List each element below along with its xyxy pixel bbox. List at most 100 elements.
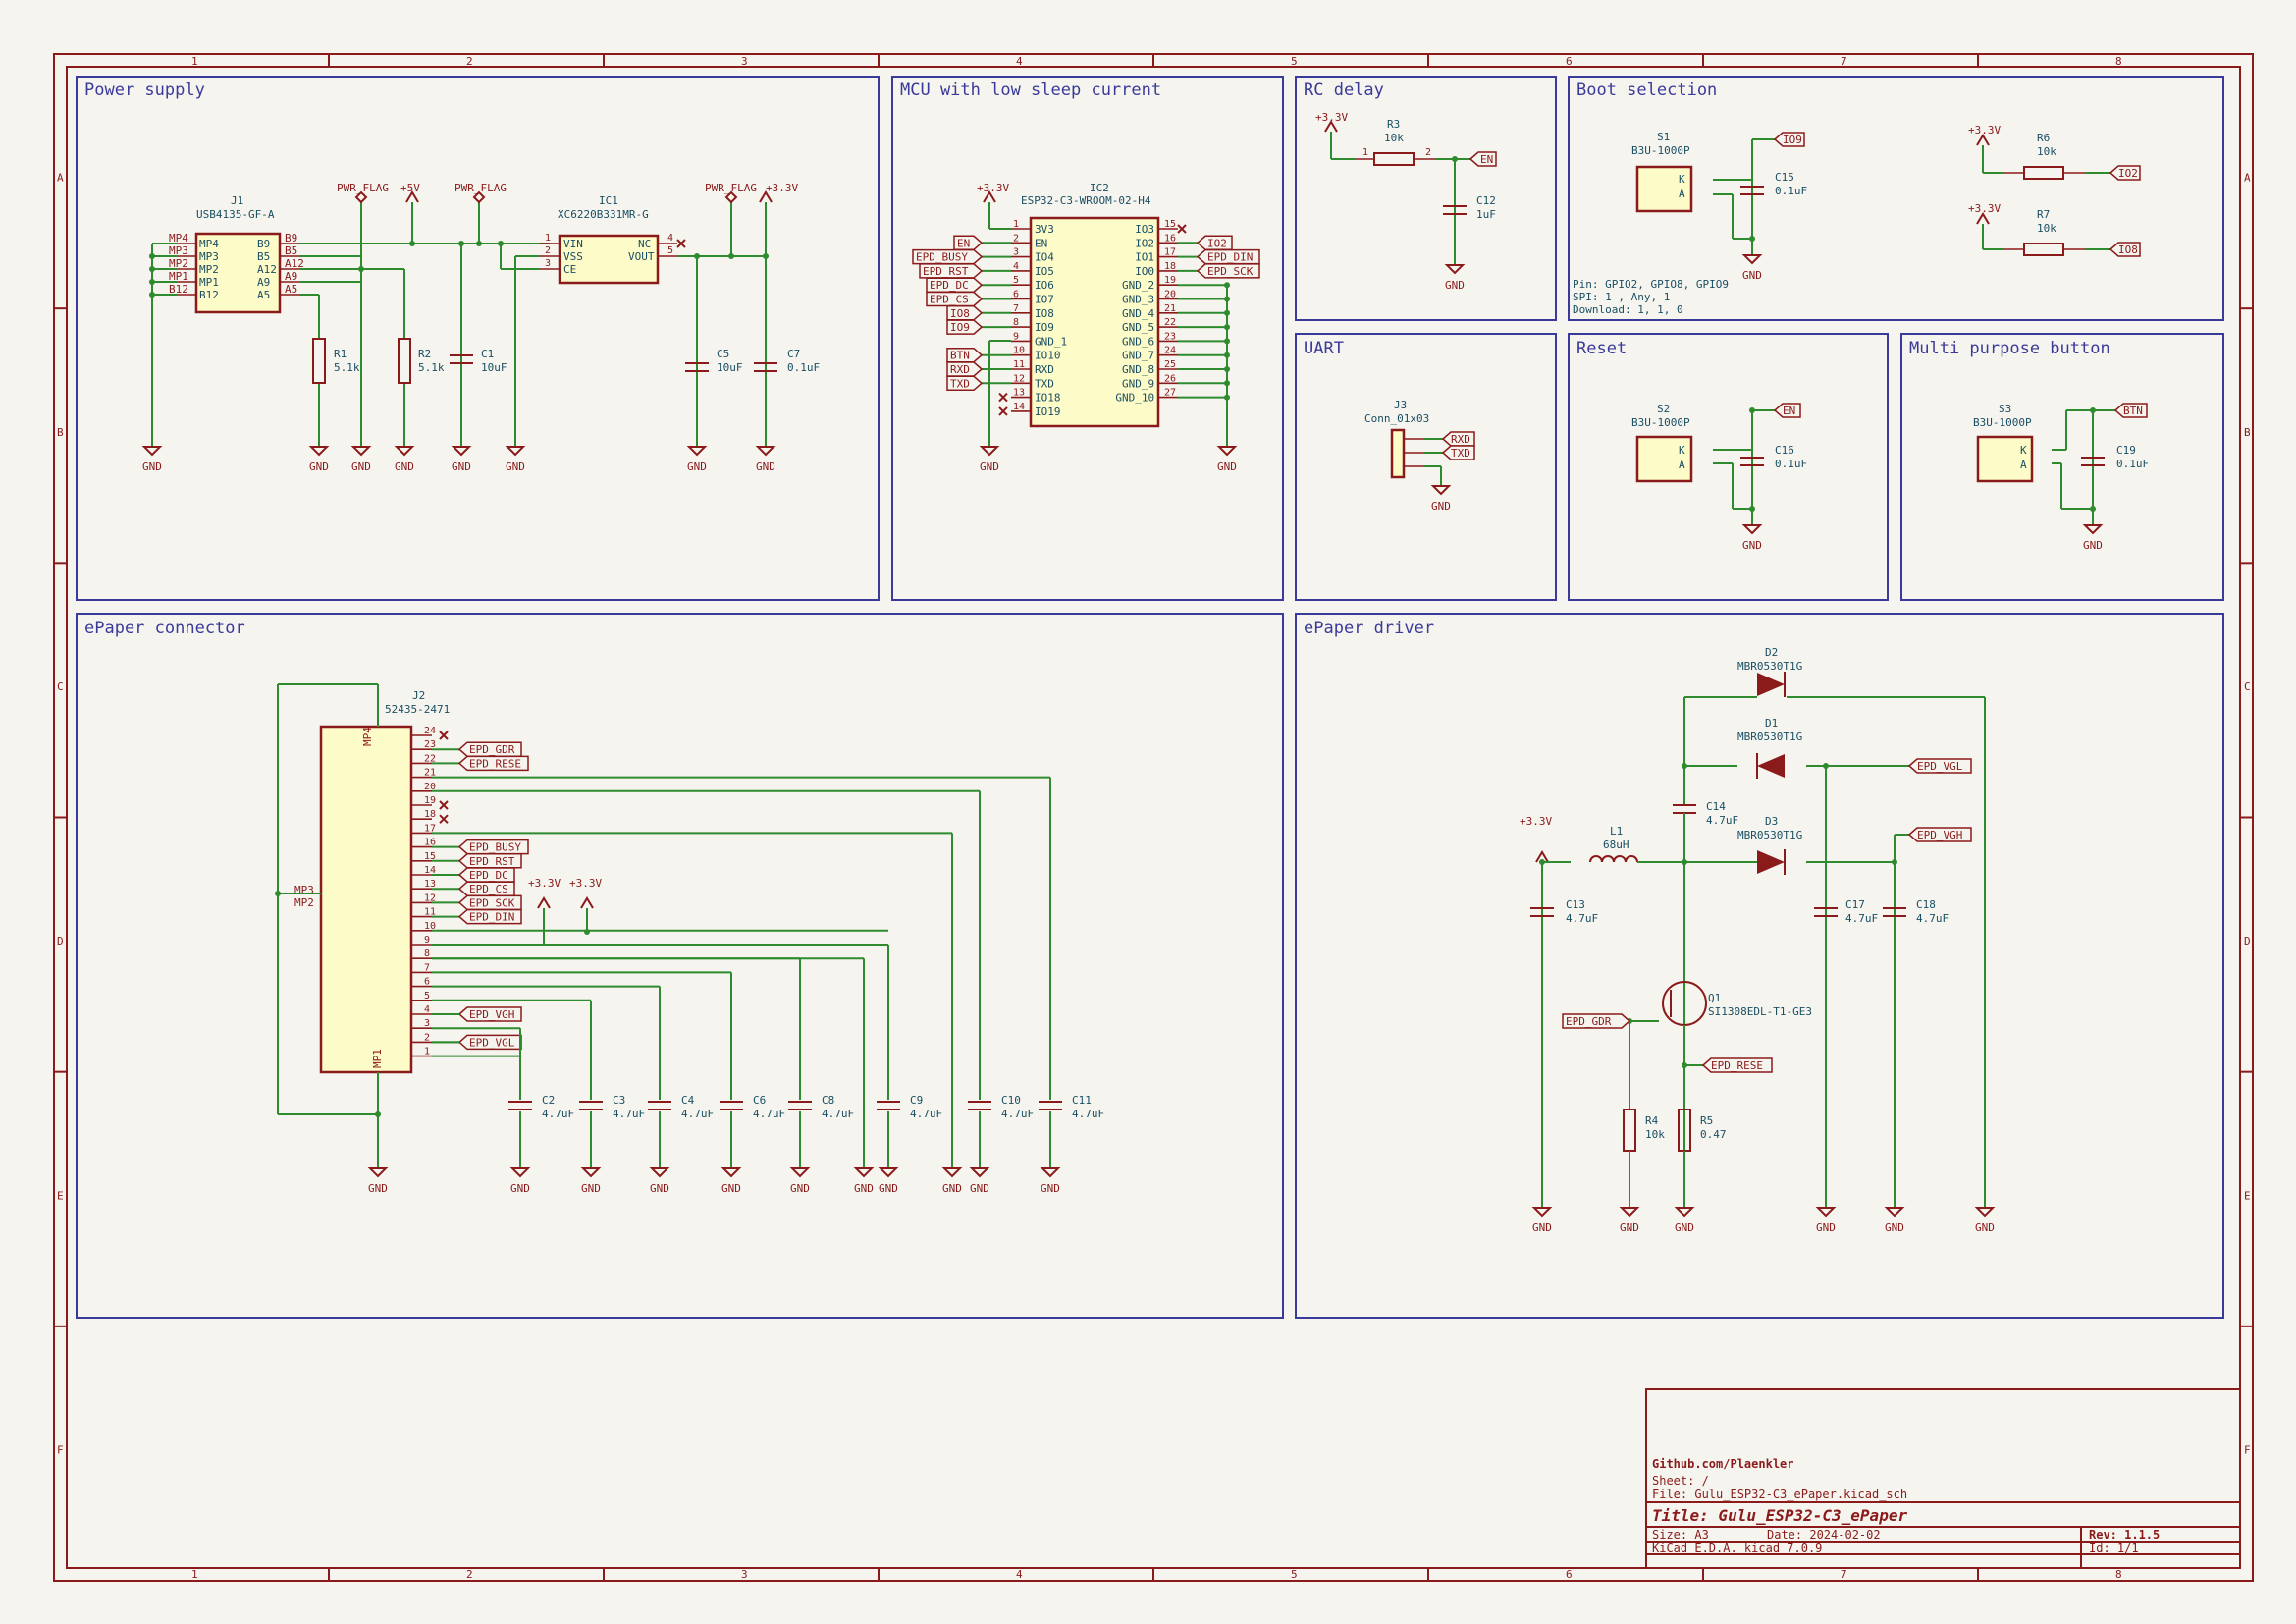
mcu-net-label-left: EN [957, 237, 970, 249]
c5-ref: C5 [717, 348, 729, 360]
j2-pin-num: 11 [424, 907, 436, 918]
ic2-left-pin-name: IO9 [1035, 321, 1054, 334]
ic2-right-pin-name: IO3 [1135, 223, 1154, 236]
mcu-net-label-left: EPD_CS [930, 294, 969, 306]
rc-gnd-symbol: GND [1444, 264, 1466, 292]
c7-ref: C7 [787, 348, 800, 360]
svg-text:GND: GND [1675, 1221, 1694, 1234]
conn-cap-value: 4.7uF [613, 1108, 645, 1120]
r5-ref: R5 [1700, 1114, 1713, 1127]
j2-ref: J2 [412, 689, 425, 702]
svg-text:GND: GND [721, 1182, 741, 1195]
frame-row-right: C [2244, 680, 2251, 693]
j2-pin-num: 7 [424, 962, 430, 973]
j2-pin-num: 23 [424, 739, 436, 750]
svg-text:GND: GND [790, 1182, 810, 1195]
frame-col-top: 4 [1016, 55, 1023, 68]
conn-cap-gnd: GND [878, 1167, 899, 1195]
s2-button [1635, 435, 1693, 483]
conn-plus33v-1: +3.3V [528, 877, 561, 890]
conn-gnd-extra: GND [853, 1167, 875, 1195]
frame-row-left: E [57, 1189, 64, 1202]
j2-net-label: EPD_GDR [469, 743, 515, 756]
c16-ref: C16 [1775, 444, 1794, 457]
mcu-net-label-left: EPD_RST [923, 265, 969, 278]
c1-value: 10uF [481, 361, 507, 374]
ic1-ref: IC1 [599, 194, 618, 207]
conn-cap-ref: C6 [753, 1094, 766, 1107]
r6-resistor [2023, 166, 2064, 180]
r7-plus33v: +3.3V [1968, 202, 2001, 215]
svg-text:GND: GND [854, 1182, 874, 1195]
r7-value: 10k [2037, 222, 2056, 235]
sheet-title-connector: ePaper connector [84, 619, 245, 638]
s3-k: K [2020, 444, 2027, 457]
frame-col-top: 6 [1566, 55, 1573, 68]
ic2-left-pin-name: EN [1035, 237, 1047, 249]
ic2-left-pin-name: IO8 [1035, 307, 1054, 320]
titleblock-sheet: Sheet: / [1652, 1474, 1709, 1488]
driver-gnd: GND [1884, 1207, 1905, 1234]
ic2-left-pin-name: IO4 [1035, 251, 1054, 264]
c15-ref: C15 [1775, 171, 1794, 184]
svg-text:GND: GND [395, 460, 414, 473]
r3-value: 10k [1384, 132, 1404, 144]
ic2-left-pin-name: IO19 [1035, 406, 1061, 418]
j2-pin-num: 9 [424, 935, 430, 946]
conn-cap-gnd: GND [580, 1167, 602, 1195]
s2-a: A [1679, 459, 1685, 471]
sheet-title-boot: Boot selection [1576, 81, 1717, 100]
driver-rese-label: EPD_RESE [1711, 1059, 1763, 1072]
ic1-pin-vout: VOUT [628, 250, 655, 263]
svg-text:GND: GND [581, 1182, 601, 1195]
ic2-left-pin-name: IO10 [1035, 350, 1061, 362]
c15-value: 0.1uF [1775, 185, 1807, 197]
ic2-right-pin-num: 21 [1164, 303, 1176, 314]
titleblock-tool: KiCad E.D.A. kicad 7.0.9 [1652, 1542, 1822, 1555]
mcu-net-label-left: IO9 [950, 321, 970, 334]
svg-text:GND: GND [879, 1182, 898, 1195]
frame-row-right: B [2244, 426, 2251, 439]
boot-section: S1 B3U-1000P K A C15 0.1uF IO9 GND +3.3V… [1573, 124, 2141, 316]
power-gnd: GND [308, 446, 330, 473]
power-gnd: GND [451, 446, 472, 473]
svg-text:GND: GND [309, 460, 329, 473]
ic2-left-pin-num: 1 [1013, 219, 1019, 230]
d1-value: MBR0530T1G [1737, 731, 1802, 743]
frame-col-bottom: 5 [1291, 1568, 1298, 1581]
boot-io8-label: IO8 [2118, 244, 2138, 256]
d3-value: MBR0530T1G [1737, 829, 1802, 841]
j1-left-pin-num: B12 [169, 283, 188, 296]
r2-value: 5.1k [418, 361, 445, 374]
j2-net-label: EPD_SCK [469, 896, 515, 909]
frame-col-bottom: 8 [2115, 1568, 2122, 1581]
r2-ref: R2 [418, 348, 431, 360]
svg-text:GND: GND [687, 460, 707, 473]
j1-left-pin-num: MP4 [169, 232, 188, 244]
j2-gnd-symbol: GND [367, 1167, 389, 1195]
mcu-right-pins: 15IO316IO217IO118IO019GND_220GND_321GND_… [1115, 219, 1230, 405]
driver-vgl-label: EPD_VGL [1917, 760, 1963, 773]
svg-text:GND: GND [1885, 1221, 1904, 1234]
sheet-boxes [76, 76, 2224, 1319]
conn-plus33v-2: +3.3V [569, 877, 602, 890]
conn-cap-gnd: GND [1040, 1167, 1061, 1195]
mcu-plus33v: +3.3V [977, 182, 1009, 194]
multi-gnd-symbol: GND [2082, 524, 2104, 552]
r5-value: 0.47 [1700, 1128, 1727, 1141]
svg-text:GND: GND [1041, 1182, 1060, 1195]
ic2-right-pin-num: 24 [1164, 346, 1176, 356]
c13-value: 4.7uF [1566, 912, 1598, 925]
uart-rxd-label: RXD [1451, 433, 1470, 446]
ic2-right-pin-num: 22 [1164, 317, 1176, 328]
j2-pin-num: 5 [424, 991, 430, 1001]
sheet-title-mcu: MCU with low sleep current [900, 81, 1161, 100]
c12-ref: C12 [1476, 194, 1496, 207]
c13-ref: C13 [1566, 898, 1585, 911]
j2-pin-num: 1 [424, 1047, 430, 1057]
j2-pin-num: 3 [424, 1018, 430, 1029]
j2-pin-num: 6 [424, 977, 430, 988]
frame-col-bottom: 6 [1566, 1568, 1573, 1581]
c17-value: 4.7uF [1845, 912, 1878, 925]
